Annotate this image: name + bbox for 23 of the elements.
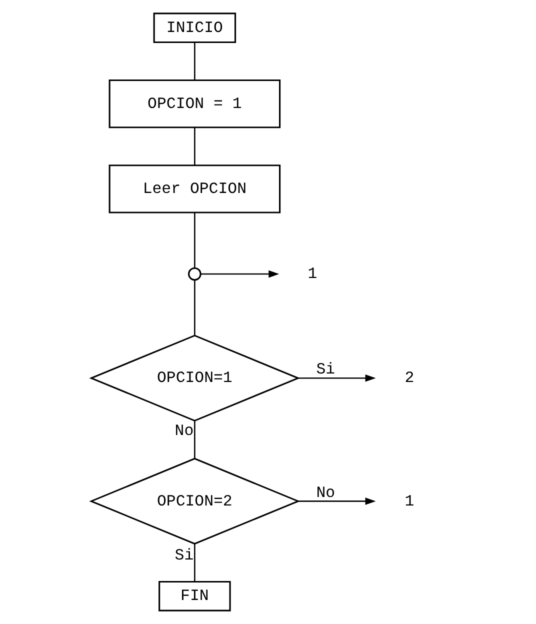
arrow <box>200 270 280 278</box>
edge-label: Si <box>174 546 194 565</box>
arrow <box>298 374 376 382</box>
connector <box>194 420 196 458</box>
edge-label: Si <box>316 360 336 379</box>
arrow <box>298 498 376 505</box>
connector <box>194 544 196 582</box>
connector <box>194 128 196 166</box>
node-box: FIN <box>158 580 231 612</box>
node-box: INICIO <box>153 12 236 44</box>
edge-label: No <box>316 484 336 502</box>
node-text: 1 <box>308 265 318 284</box>
node-diamond: OPCION=2 <box>89 458 300 545</box>
node-text: 2 <box>404 369 414 388</box>
edge-label: No <box>174 422 194 440</box>
connector <box>194 280 196 336</box>
connector <box>194 212 196 268</box>
node-text: 1 <box>404 492 414 510</box>
connector <box>194 42 196 80</box>
node-diamond: OPCION=1 <box>89 334 300 422</box>
node-box: OPCION = 1 <box>108 79 281 128</box>
node-box: Leer OPCION <box>108 164 281 214</box>
node-circle <box>188 267 202 281</box>
